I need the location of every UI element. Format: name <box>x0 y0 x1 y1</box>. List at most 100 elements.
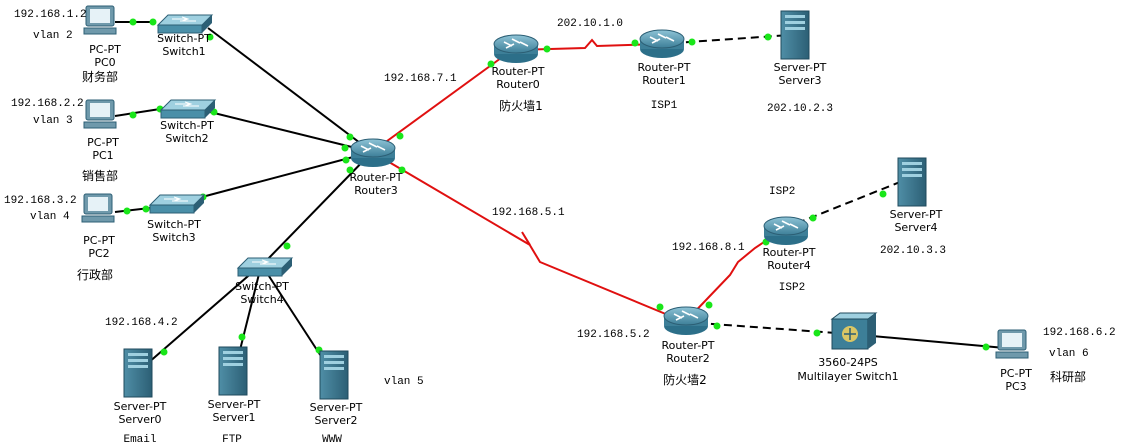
ip-annotation: 192.168.2.2 <box>11 98 84 110</box>
service-label: FTP <box>222 434 242 444</box>
link-router0-router1[interactable] <box>514 38 661 51</box>
switch-icon <box>237 257 293 277</box>
device-switch4[interactable] <box>237 257 293 277</box>
device-type-label: Router-PT <box>349 171 402 184</box>
device-name-label: Switch1 <box>162 45 205 58</box>
link-up-light <box>398 166 406 174</box>
ip-annotation: 192.168.4.2 <box>105 317 178 329</box>
device-type-label: Switch-PT <box>235 280 289 293</box>
link-up-light <box>341 144 349 152</box>
pc-icon <box>83 99 117 129</box>
link-up-light <box>713 322 721 330</box>
device-name-label: Server3 <box>778 74 821 87</box>
device-name-label: PC0 <box>94 56 115 69</box>
device-mls[interactable] <box>831 312 877 350</box>
switch-icon <box>149 194 205 214</box>
device-type-label: Router-PT <box>491 65 544 78</box>
link-router3-router2[interactable] <box>371 151 686 323</box>
link-router3-router0[interactable] <box>371 49 513 153</box>
role-label: 防火墙1 <box>499 98 543 113</box>
device-server0[interactable] <box>123 348 153 398</box>
device-type-label: Switch-PT <box>157 32 211 45</box>
device-name-label: Router2 <box>666 352 709 365</box>
pc-icon <box>81 193 115 223</box>
link-up-light <box>283 242 291 250</box>
server-icon <box>218 346 248 396</box>
device-type-label: PC-PT <box>87 136 119 149</box>
device-name-label: Router0 <box>496 78 539 91</box>
link-switch4-server0[interactable] <box>139 269 256 371</box>
device-switch2[interactable] <box>160 99 216 119</box>
device-server3[interactable] <box>780 10 810 60</box>
device-type-label: Switch-PT <box>160 119 214 132</box>
vlan-annotation: vlan 2 <box>33 30 73 42</box>
device-server2[interactable] <box>319 350 349 400</box>
router-icon <box>763 216 809 246</box>
link-up-light <box>346 166 354 174</box>
role-label: 防火墙2 <box>663 372 707 387</box>
router-icon <box>663 306 709 336</box>
link-pc1-switch2[interactable] <box>114 108 161 117</box>
ip-label: 202.10.3.3 <box>880 245 946 257</box>
device-type-label: 3560-24PS <box>818 356 878 369</box>
device-pc1[interactable] <box>83 99 117 129</box>
device-router2[interactable] <box>663 306 709 336</box>
link-up-light <box>129 18 137 26</box>
link-router4-server4[interactable] <box>784 179 906 229</box>
link-up-light <box>238 333 246 341</box>
device-type-label: PC-PT <box>1000 367 1032 380</box>
device-name-label: Switch4 <box>240 293 283 306</box>
annotations: 192.168.1.2 vlan 2 192.168.2.2 vlan 3 19… <box>4 9 1116 388</box>
device-switch3[interactable] <box>149 194 205 214</box>
device-server4[interactable] <box>897 157 927 207</box>
link-up-light <box>809 214 817 222</box>
link-up-light <box>346 133 354 141</box>
device-switch1[interactable] <box>157 14 213 34</box>
device-router4[interactable] <box>763 216 809 246</box>
device-pc0[interactable] <box>83 5 117 35</box>
device-type-label: Server-PT <box>208 398 261 411</box>
link-up-light <box>160 348 168 356</box>
device-name-label: Server0 <box>118 413 161 426</box>
device-pc2[interactable] <box>81 193 115 223</box>
device-name-label: PC1 <box>92 149 113 162</box>
link-up-light <box>813 329 821 337</box>
device-pc3[interactable] <box>995 329 1029 359</box>
link-router2-mls[interactable] <box>684 321 851 335</box>
device-labels: PC-PT PC0 财务部 PC-PT PC1 销售部 PC-PT PC2 行政… <box>77 32 1086 444</box>
ip-annotation: 192.168.1.2 <box>14 9 87 21</box>
device-router3[interactable] <box>350 138 396 168</box>
device-name-label: Server1 <box>212 411 255 424</box>
ip-annotation: 192.168.5.1 <box>492 207 565 219</box>
link-up-light <box>142 205 150 213</box>
device-name-label: Router4 <box>767 259 810 272</box>
role-label: ISP2 <box>779 282 805 294</box>
link-up-light <box>982 343 990 351</box>
device-name-label: PC3 <box>1005 380 1026 393</box>
department-label: 行政部 <box>77 267 113 282</box>
link-up-light <box>879 190 887 198</box>
link-switch4-router3[interactable] <box>264 151 373 263</box>
device-server1[interactable] <box>218 346 248 396</box>
server-icon <box>780 10 810 60</box>
link-up-light <box>206 33 214 41</box>
device-router1[interactable] <box>639 29 685 59</box>
device-type-label: PC-PT <box>89 43 121 56</box>
device-type-label: Router-PT <box>762 246 815 259</box>
device-router0[interactable] <box>493 34 539 64</box>
ip-annotation: 192.168.3.2 <box>4 195 77 207</box>
link-up-light <box>656 303 664 311</box>
ip-annotation: 202.10.1.0 <box>557 18 623 30</box>
link-switch1-router3[interactable] <box>207 27 373 153</box>
vlan-annotation: vlan 5 <box>384 376 424 388</box>
link-up-light <box>543 45 551 53</box>
server-icon <box>897 157 927 207</box>
switch-icon <box>157 14 213 34</box>
router-icon <box>639 29 685 59</box>
ip-annotation: 192.168.6.2 <box>1043 327 1116 339</box>
pc-icon <box>83 5 117 35</box>
ip-annotation: 192.168.8.1 <box>672 242 745 254</box>
link-up-light <box>129 111 137 119</box>
